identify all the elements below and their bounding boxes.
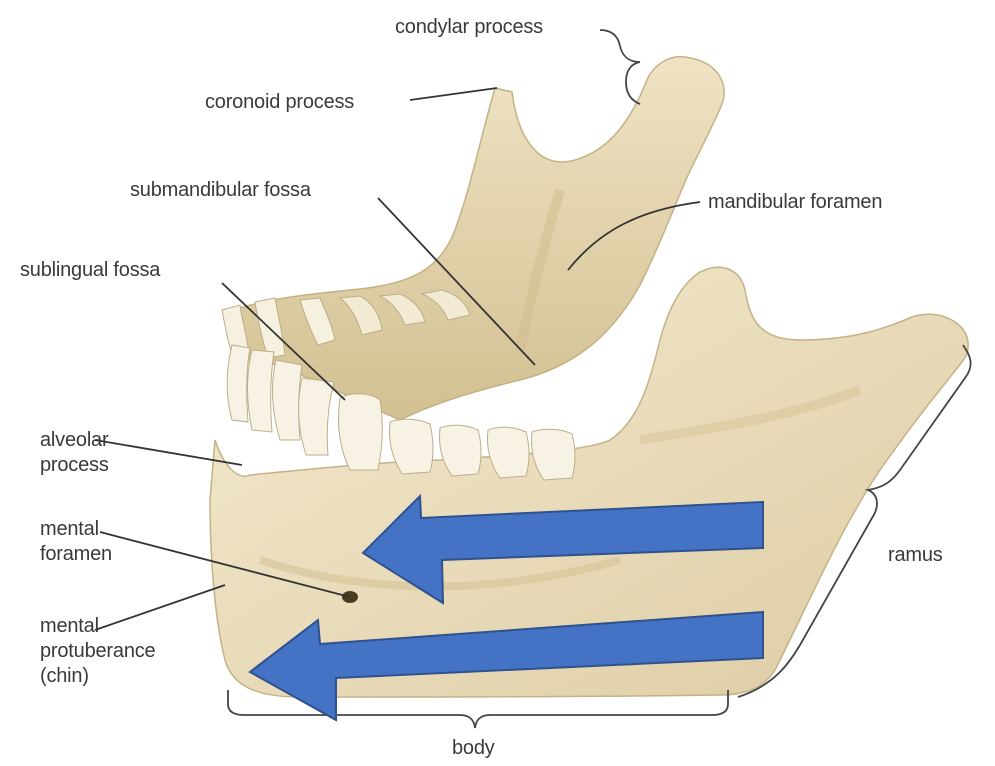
label-alveolar-process-line1: alveolar (40, 428, 109, 453)
leader-coronoid (410, 88, 497, 100)
label-mental-foramen-line1: mental (40, 517, 112, 542)
label-sublingual-fossa: sublingual fossa (20, 260, 160, 280)
label-submandibular-fossa: submandibular fossa (130, 180, 311, 200)
label-body: body (452, 738, 495, 758)
label-coronoid-process: coronoid process (205, 92, 354, 112)
label-mental-protuberance: mental protuberance (chin) (40, 614, 155, 689)
label-mental-foramen-line2: foramen (40, 542, 112, 567)
label-condylar-process: condylar process (395, 17, 543, 37)
label-mental-protuberance-line3: (chin) (40, 664, 155, 689)
label-mental-foramen: mental foramen (40, 517, 112, 567)
label-alveolar-process: alveolar process (40, 428, 109, 478)
label-mental-protuberance-line1: mental (40, 614, 155, 639)
label-mandibular-foramen: mandibular foramen (708, 192, 882, 212)
label-ramus: ramus (888, 545, 943, 565)
condylar-bracket (600, 30, 640, 104)
label-mental-protuberance-line2: protuberance (40, 639, 155, 664)
label-alveolar-process-line2: process (40, 453, 109, 478)
